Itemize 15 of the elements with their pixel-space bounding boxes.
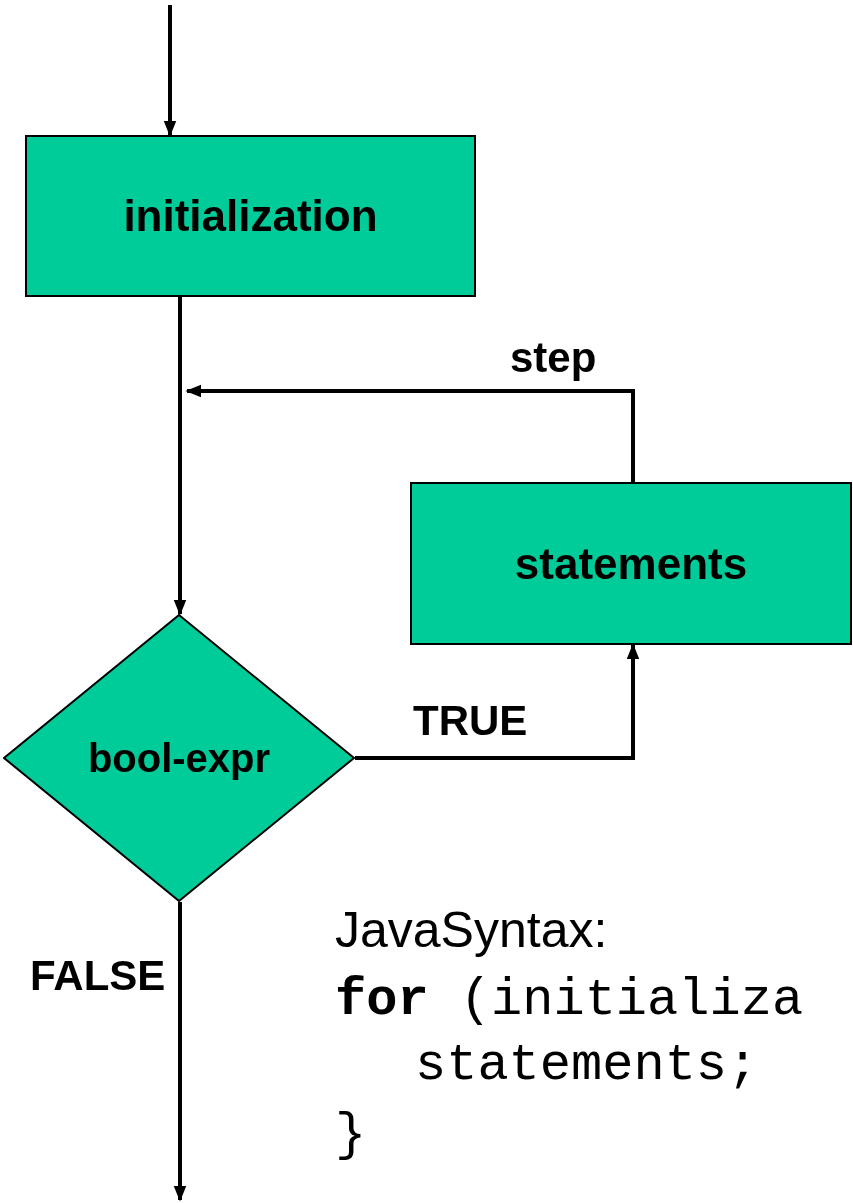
arrow [173,902,187,1202]
node-label: initialization [123,191,378,241]
decision-diamond [3,614,355,902]
arrow [173,297,187,616]
code-line: statements; [415,1040,759,1092]
node-label: statements [514,538,748,589]
arrow [185,384,635,482]
syntax-heading: JavaSyntax: [335,905,608,955]
code-line: } [335,1110,367,1162]
arrow [163,5,177,137]
code-line: for (initializa [335,975,804,1027]
process-box [410,482,852,645]
process-box [25,135,476,297]
node-label: bool-expr [87,735,271,781]
arrow [355,643,640,760]
